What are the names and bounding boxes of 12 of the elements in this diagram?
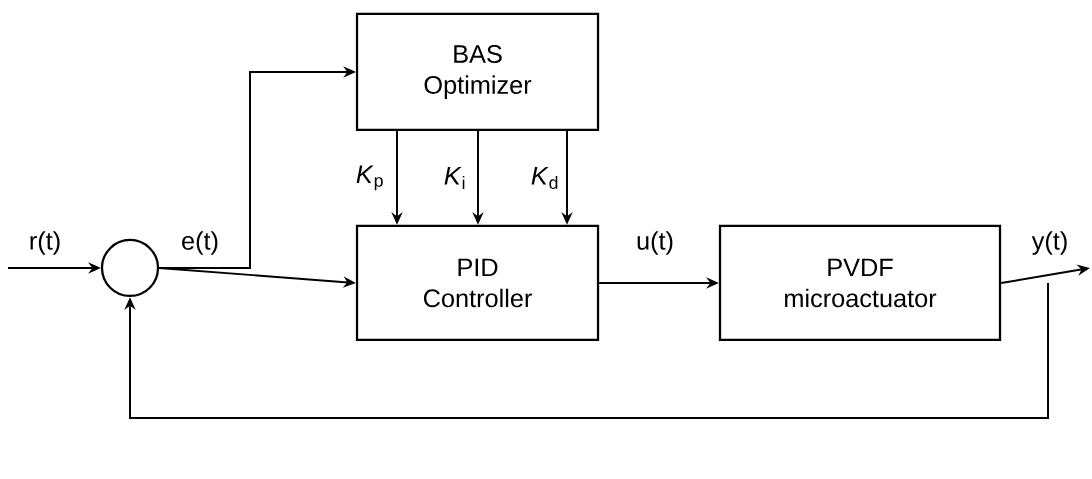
feedback-arrow — [124, 282, 1049, 419]
edge-label: K$_{p}$ — [354, 164, 386, 192]
process-box: BAS Optimizer — [355, 12, 600, 132]
summing-junction — [100, 238, 160, 298]
edge-label: K$_{i}$ — [442, 165, 468, 191]
edge-label: K$_{d}$ — [529, 165, 561, 191]
edge-label: y(t) — [1030, 229, 1070, 257]
edge-label: r(t) — [27, 229, 63, 257]
edge-label: u(t) — [634, 229, 676, 257]
process-box: PID Controller — [355, 224, 600, 342]
process-box: PVDF microactuator — [718, 224, 1002, 342]
edge-label: e(t) — [179, 229, 221, 257]
